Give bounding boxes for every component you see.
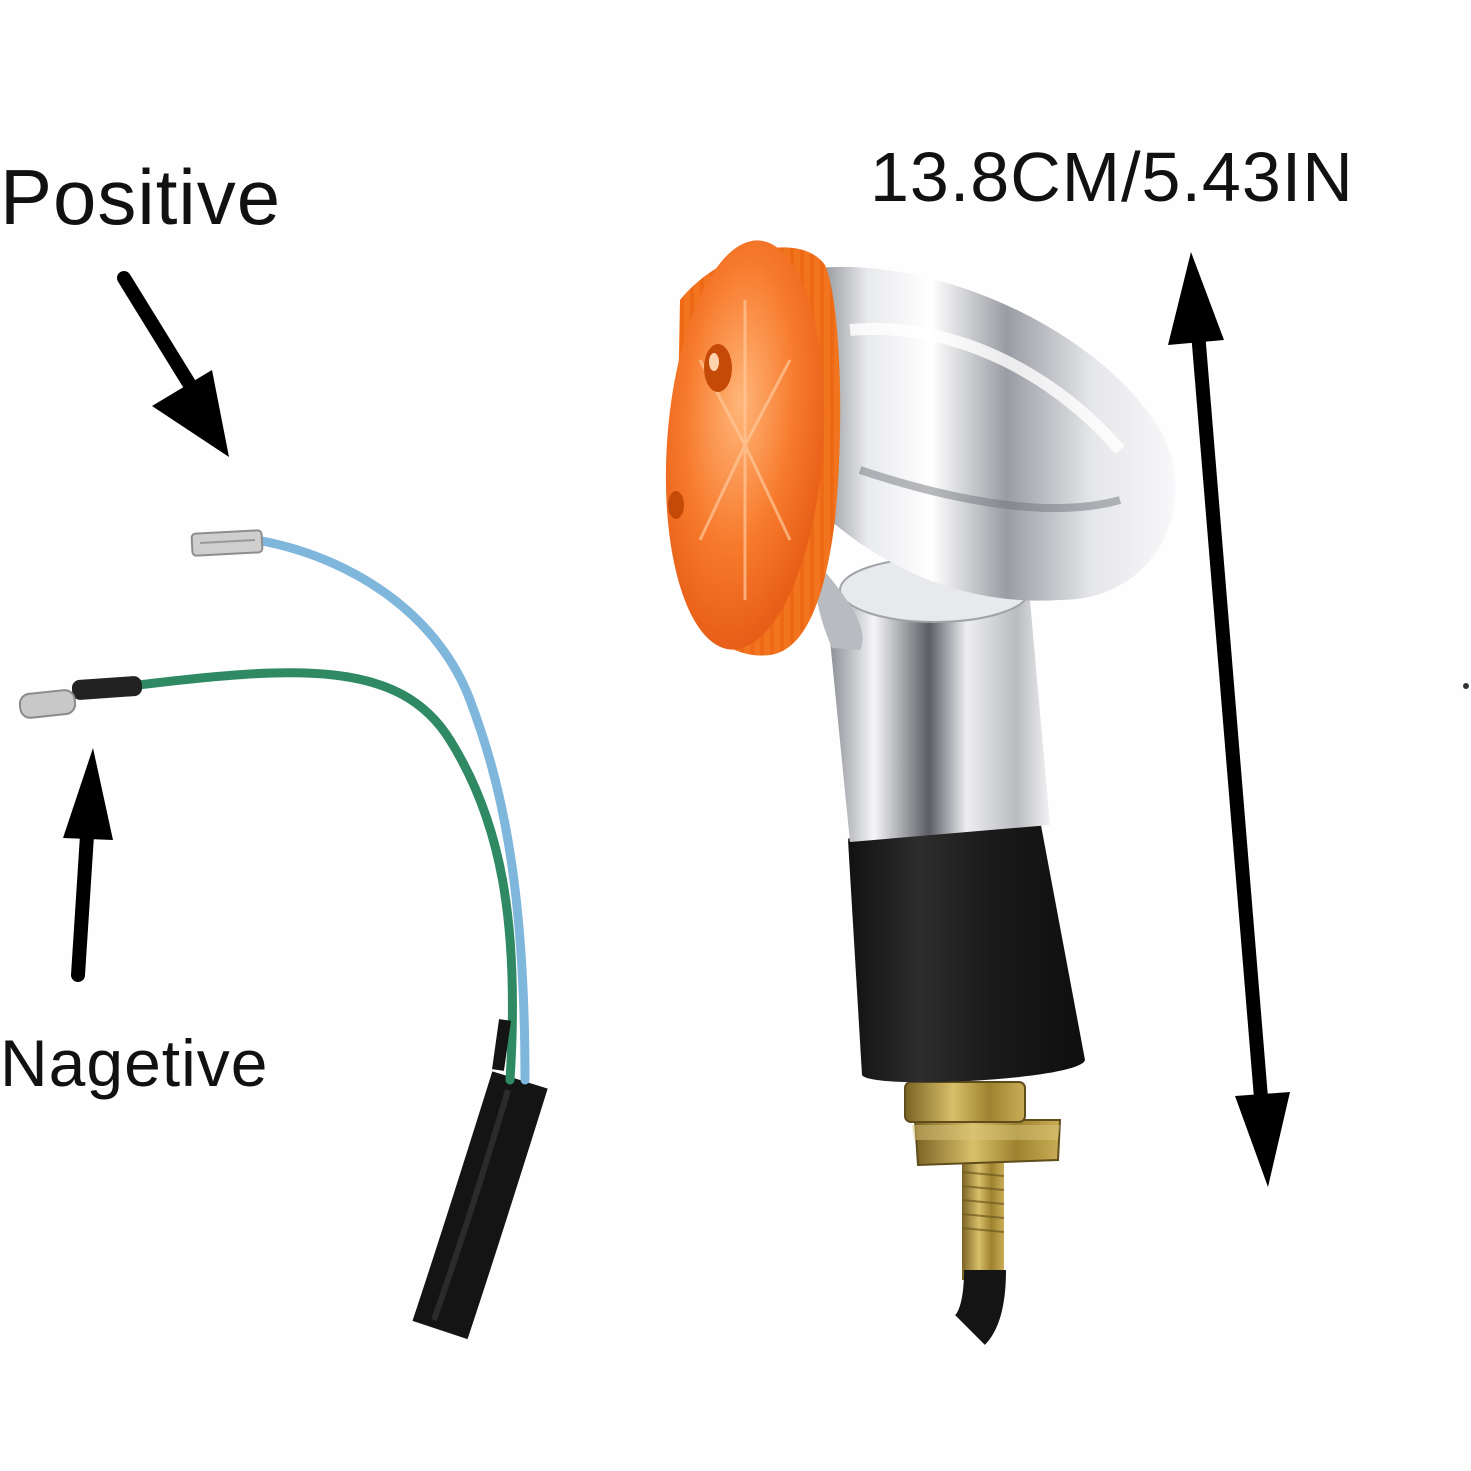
wire-harness	[18, 529, 548, 1340]
turn-signal-lamp	[665, 240, 1176, 1345]
positive-label: Positive	[0, 153, 282, 241]
speck	[1463, 683, 1469, 689]
dimension-label: 13.8CM/5.43IN	[870, 138, 1354, 216]
negative-label: Nagetive	[0, 1026, 269, 1100]
arrow-down-right-icon	[117, 271, 229, 457]
double-arrow-vertical-icon	[1168, 252, 1290, 1187]
arrow-up-icon	[63, 748, 113, 982]
